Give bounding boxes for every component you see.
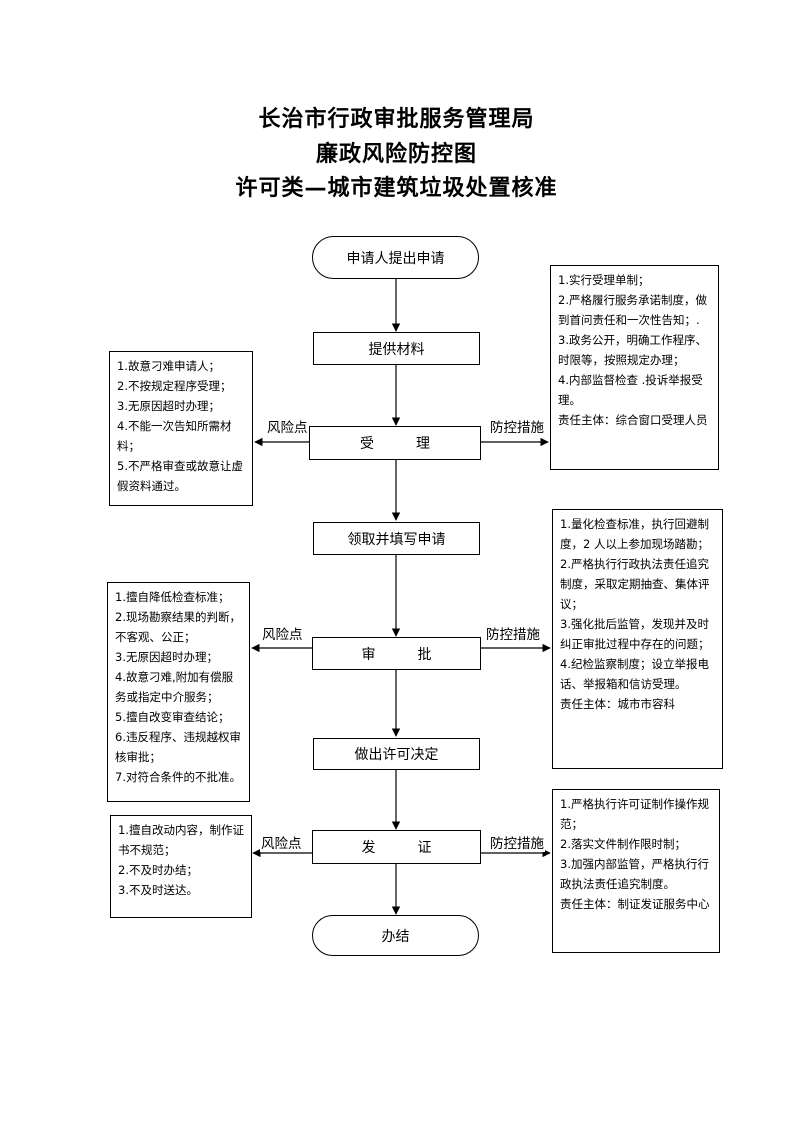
accept-risk-item: 4.不能一次告知所需材料； (117, 419, 232, 453)
review-measure-item: 1.量化检查标准，执行回避制度，2 人以上参加现场踏勘； (560, 517, 709, 551)
issue-risk-item: 1.擅自改动内容，制作证书不规范； (118, 823, 244, 857)
title-line-2: 廉政风险防控图 (315, 142, 477, 167)
issue-measure-item: 1.严格执行许可证制作操作规范； (560, 797, 709, 831)
issue-measure-item: 责任主体：制证发证服务中心 (560, 897, 710, 911)
accept-risk-item: 5.不严格审查或故意让虚假资料通过。 (117, 459, 243, 493)
issue-risk-item: 3.不及时送达。 (118, 883, 198, 897)
accept-measure-item: 1.实行受理单制； (558, 273, 650, 287)
accept-measure-item: 2.严格履行服务承诺制度，做到首问责任和一次性告知；. (558, 293, 707, 327)
label-measure-review: 防控措施 (485, 627, 541, 643)
accept-measure-item: 责任主体：综合窗口受理人员 (558, 413, 708, 427)
node-decision: 做出许可决定 (313, 738, 480, 770)
node-review: 审 批 (312, 637, 481, 670)
title-line-1: 长治市行政审批服务管理局 (258, 107, 535, 132)
accept-risk-item: 2.不按规定程序受理； (117, 379, 232, 393)
review-risk-item: 4.故意刁难,附加有偿服务或指定中介服务； (115, 670, 234, 704)
review-risk-item: 6.违反程序、违规越权审核审批； (115, 730, 241, 764)
node-fill-application: 领取并填写申请 (313, 522, 480, 555)
review-risk-item: 7.对符合条件的不批准。 (115, 770, 241, 784)
accept-measure-item: 3.政务公开，明确工作程序、时限等，按照规定办理； (558, 333, 707, 367)
node-start: 申请人提出申请 (312, 236, 479, 279)
review-measures-box: 1.量化检查标准，执行回避制度，2 人以上参加现场踏勘； 2.严格执行行政执法责… (552, 509, 723, 769)
label-measure-issue: 防控措施 (489, 836, 545, 852)
review-risk-item: 1.擅自降低检查标准； (115, 590, 230, 604)
node-provide-materials: 提供材料 (313, 332, 480, 365)
accept-risk-box: 1.故意刁难申请人； 2.不按规定程序受理； 3.无原因超时办理； 4.不能一次… (109, 351, 253, 506)
label-risk-issue: 风险点 (260, 836, 303, 852)
accept-risk-item: 1.故意刁难申请人； (117, 359, 220, 373)
label-risk-accept: 风险点 (266, 420, 309, 436)
accept-measures-box: 1.实行受理单制； 2.严格履行服务承诺制度，做到首问责任和一次性告知；. 3.… (550, 265, 719, 470)
label-measure-accept: 防控措施 (489, 420, 545, 436)
accept-risk-item: 3.无原因超时办理； (117, 399, 220, 413)
issue-measure-item: 3.加强内部监管，严格执行行政执法责任追究制度。 (560, 857, 709, 891)
accept-measure-item: 4.内部监督检查 .投诉举报受理。 (558, 373, 703, 407)
review-measure-item: 3.强化批后监管，发现并及时纠正审批过程中存在的问题； (560, 617, 710, 651)
review-measure-item: 责任主体：城市市容科 (560, 697, 675, 711)
review-measure-item: 2.严格执行行政执法责任追究制度，采取定期抽查、集体评议； (560, 557, 710, 611)
node-accept: 受 理 (309, 426, 481, 460)
review-measure-item: 4.纪检监察制度；设立举报电话、举报箱和信访受理。 (560, 657, 709, 691)
title-line-3: 许可类—城市建筑垃圾处置核准 (235, 176, 558, 201)
label-risk-review: 风险点 (261, 627, 304, 643)
review-risk-item: 2.现场勘察结果的判断，不客观、公正； (115, 610, 241, 644)
issue-risk-item: 2.不及时办结； (118, 863, 198, 877)
node-issue-certificate: 发 证 (312, 830, 481, 864)
node-end: 办结 (312, 915, 479, 956)
review-risk-box: 1.擅自降低检查标准； 2.现场勘察结果的判断，不客观、公正； 3.无原因超时办… (107, 582, 250, 802)
issue-measures-box: 1.严格执行许可证制作操作规范； 2.落实文件制作限时制； 3.加强内部监管，严… (552, 789, 720, 953)
review-risk-item: 3.无原因超时办理； (115, 650, 218, 664)
issue-measure-item: 2.落实文件制作限时制； (560, 837, 686, 851)
review-risk-item: 5.擅自改变审查结论； (115, 710, 230, 724)
issue-risk-box: 1.擅自改动内容，制作证书不规范； 2.不及时办结； 3.不及时送达。 (110, 815, 252, 918)
